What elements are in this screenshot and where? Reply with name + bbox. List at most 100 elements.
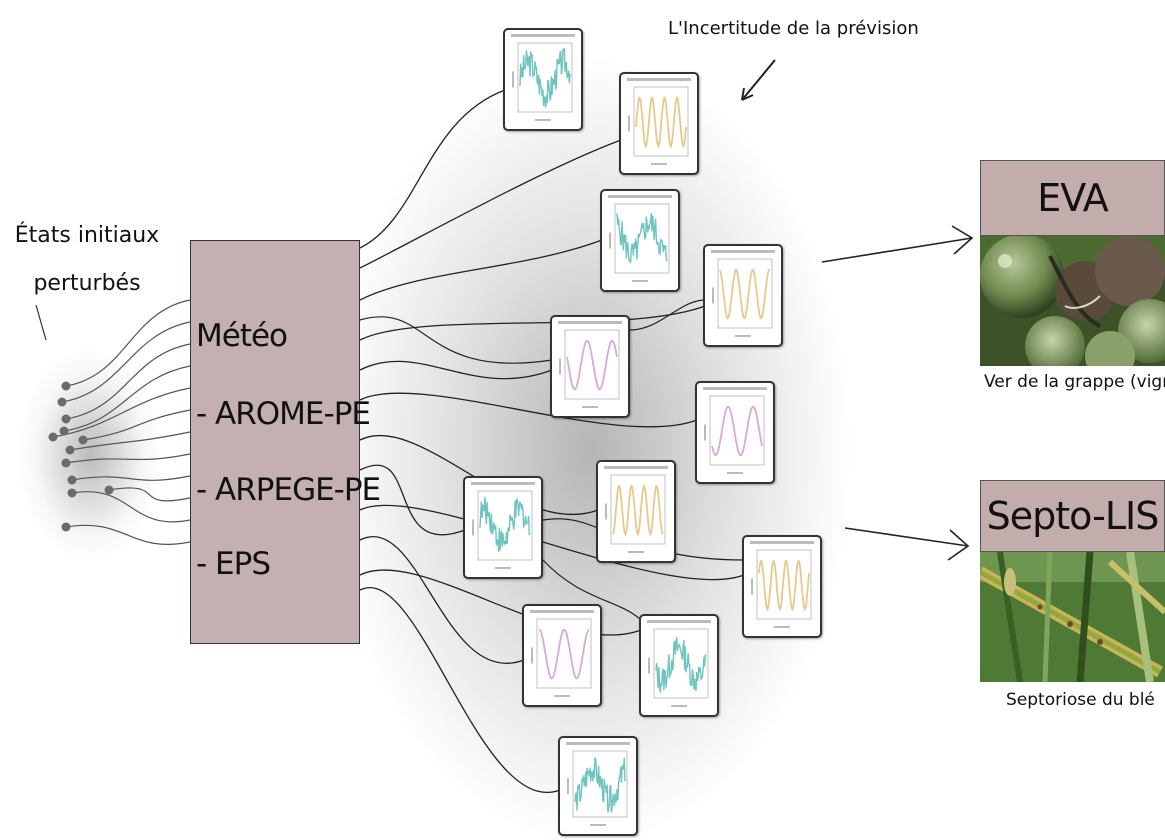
thumbnail-series-line <box>479 496 531 553</box>
thumbnail-series-line <box>711 405 763 457</box>
forecast-connector <box>359 586 561 794</box>
thumbnail-xlabel-bar <box>628 551 644 553</box>
initial-state-dot <box>61 458 71 468</box>
forecast-panel <box>600 189 680 292</box>
thumbnail-ylabel-bar <box>472 519 474 536</box>
initial-state-dot <box>48 432 58 442</box>
perturbation-line <box>65 343 191 420</box>
meteo-item-arpege: - ARPEGE-PE <box>196 472 381 508</box>
model-header-septo-lis: Septo-LIS <box>980 480 1165 552</box>
thumbnail-title-bar <box>711 250 775 253</box>
uncertainty-arrow <box>741 59 776 101</box>
thumbnail-xlabel-bar <box>535 119 551 121</box>
perturbation-line <box>71 475 191 481</box>
thumbnail-ylabel-bar <box>648 657 650 674</box>
thumbnail-title-bar <box>608 195 672 198</box>
initial-state-pointer <box>35 304 47 341</box>
initial-state-dot <box>67 488 77 498</box>
thumbnail-xlabel-bar <box>671 705 687 707</box>
perturbation-line <box>108 487 191 502</box>
forecast-panel <box>596 460 676 563</box>
thumbnail-title-bar <box>511 34 575 37</box>
thumbnail-ylabel-bar <box>704 424 706 441</box>
forecast-panel <box>550 315 630 418</box>
forecast-connector <box>359 89 506 249</box>
thumbnail-plot-frame <box>709 395 765 466</box>
thumbnail-ylabel-bar <box>712 287 714 304</box>
thumbnail-title-bar <box>566 742 630 745</box>
forecast-connector <box>359 504 745 581</box>
thumbnail-xlabel-bar <box>554 695 570 697</box>
initial-state-dot <box>61 522 71 532</box>
meteo-item-eps: - EPS <box>196 546 271 582</box>
thumbnail-xlabel-bar <box>774 626 790 628</box>
forecast-connector <box>359 464 466 536</box>
thumbnail-ylabel-bar <box>609 232 611 249</box>
thumbnail-plot-frame <box>572 750 628 818</box>
thumbnail-series-line <box>719 268 771 320</box>
thumbnail-ylabel-bar <box>605 503 607 520</box>
model-caption-septo-lis: Septoriose du blé <box>1006 690 1155 710</box>
forecast-thumbnail-plot <box>703 387 767 474</box>
thumbnail-plot-frame <box>536 618 592 689</box>
thumbnail-series-line <box>635 95 687 149</box>
initial-states-line-2: perturbés <box>33 271 141 296</box>
thumbnail-series-line <box>612 484 664 537</box>
thumbnail-title-bar <box>750 541 814 544</box>
model-header-eva: EVA <box>980 160 1165 236</box>
forecast-connector <box>359 139 622 269</box>
forecast-connector <box>359 305 706 341</box>
forecast-connector <box>629 299 706 331</box>
forecast-panel <box>695 381 775 484</box>
thumbnail-ylabel-bar <box>512 71 514 88</box>
initial-states-line-1: États initiaux <box>14 223 160 248</box>
perturbation-line <box>69 431 191 451</box>
thumbnail-plot-frame <box>633 86 689 157</box>
thumbnail-series-line <box>566 339 618 391</box>
thumbnail-xlabel-bar <box>590 824 606 826</box>
thumbnail-plot-frame <box>610 474 666 545</box>
thumbnail-plot-frame <box>564 329 620 400</box>
thumbnail-plot-frame <box>717 258 773 329</box>
forecast-thumbnail-plot <box>711 250 775 337</box>
thumbnail-title-bar <box>604 466 668 469</box>
thumbnail-ylabel-bar <box>567 778 569 794</box>
thumbnail-title-bar <box>627 78 691 81</box>
initial-state-dot <box>61 381 71 391</box>
perturbation-line <box>65 453 191 464</box>
initial-state-dot <box>67 475 77 485</box>
thumbnail-plot-frame <box>477 490 533 561</box>
meteo-title: Météo <box>196 318 288 354</box>
thumbnail-series-line <box>519 48 571 108</box>
thumbnail-series-line <box>616 213 668 264</box>
perturbation-line <box>61 321 191 403</box>
grape-photo <box>980 236 1165 366</box>
thumbnail-ylabel-bar <box>751 578 753 595</box>
forecast-connector <box>359 316 553 364</box>
forecast-panel <box>742 535 822 638</box>
forecast-panel <box>619 72 699 175</box>
initial-state-dot <box>78 435 88 445</box>
forecast-thumbnail-plot <box>558 321 622 408</box>
forecast-connector <box>359 239 603 301</box>
thumbnail-series-line <box>655 637 707 693</box>
thumbnail-title-bar <box>703 387 767 390</box>
thumbnail-title-bar <box>558 321 622 324</box>
wheat-photo <box>980 552 1165 682</box>
initial-state-dot <box>65 445 75 455</box>
thumbnail-ylabel-bar <box>531 647 533 664</box>
forecast-thumbnail-plot <box>566 742 630 826</box>
perturbation-line <box>65 524 191 546</box>
thumbnail-ylabel-bar <box>559 358 561 375</box>
thumbnail-plot-frame <box>756 549 812 620</box>
thumbnail-xlabel-bar <box>735 335 751 337</box>
meteo-item-arome: - AROME-PE <box>196 396 371 432</box>
septo-arrowhead <box>947 529 970 561</box>
eva-arrow <box>821 237 973 263</box>
thumbnail-xlabel-bar <box>727 472 743 474</box>
thumbnail-title-bar <box>530 610 594 613</box>
forecast-thumbnail-plot <box>511 34 575 121</box>
forecast-connector <box>542 559 642 621</box>
